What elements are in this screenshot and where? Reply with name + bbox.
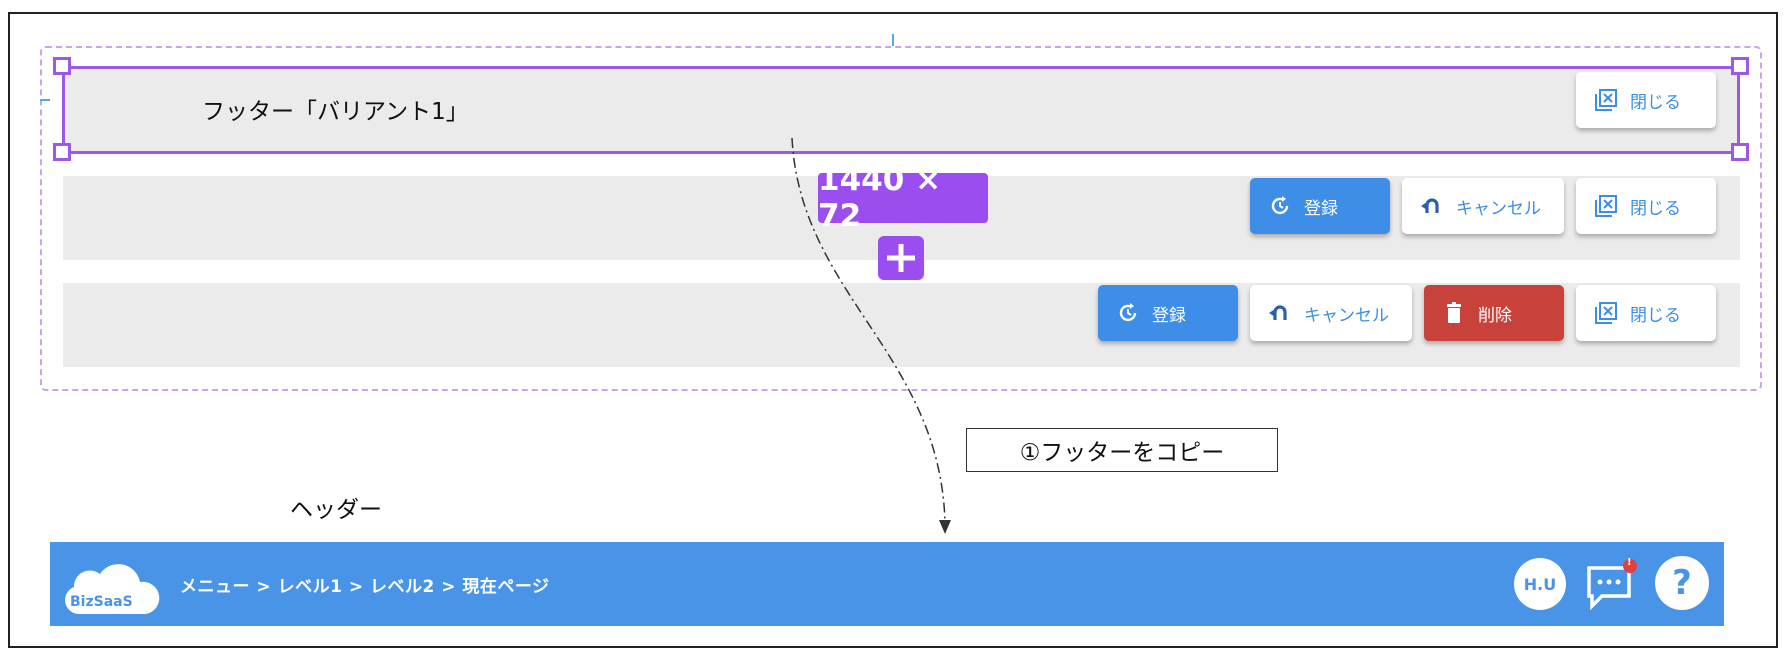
register-button[interactable]: 登録	[1098, 285, 1238, 341]
chat-button[interactable]: !	[1584, 556, 1644, 614]
close-window-icon	[1594, 194, 1618, 218]
close-button[interactable]: 閉じる	[1576, 285, 1716, 341]
header-section-label: ヘッダー	[290, 497, 382, 523]
trash-icon	[1442, 301, 1466, 325]
history-icon	[1268, 194, 1292, 218]
register-label: 登録	[1152, 305, 1186, 326]
history-icon	[1116, 301, 1140, 325]
cancel-label: キャンセル	[1304, 305, 1389, 326]
close-label: 閉じる	[1630, 305, 1681, 326]
close-button[interactable]: 閉じる	[1576, 72, 1716, 128]
logo-text: BizSaaS	[70, 594, 133, 610]
add-variant-button[interactable]	[878, 236, 924, 280]
delete-label: 削除	[1478, 305, 1512, 326]
close-label: 閉じる	[1630, 92, 1681, 113]
delete-button[interactable]: 削除	[1424, 285, 1564, 341]
copy-step-annotation: ①フッターをコピー	[966, 428, 1278, 472]
close-window-icon	[1594, 301, 1618, 325]
undo-arrow-icon	[1268, 301, 1292, 325]
center-guide-tick	[892, 34, 894, 46]
side-guide-tick	[40, 99, 50, 101]
cancel-label: キャンセル	[1456, 198, 1541, 219]
close-label: 閉じる	[1630, 198, 1681, 219]
dimension-badge: 1440 × 72	[818, 162, 988, 234]
app-header: BizSaaS メニュー > レベル1 > レベル2 > 現在ページ H.U !…	[50, 542, 1724, 626]
help-icon: ?	[1672, 563, 1692, 603]
canvas-frame: フッター「バリアント1」 閉じる 登録 キャンセル 閉じる 登録	[8, 12, 1778, 648]
breadcrumb[interactable]: メニュー > レベル1 > レベル2 > 現在ページ	[180, 577, 550, 597]
notification-badge: !	[1627, 557, 1632, 568]
help-button[interactable]: ?	[1655, 556, 1709, 610]
cancel-button[interactable]: キャンセル	[1250, 285, 1412, 341]
avatar[interactable]: H.U	[1514, 558, 1566, 610]
resize-handle-top-right[interactable]	[1731, 57, 1749, 75]
undo-arrow-icon	[1420, 194, 1444, 218]
register-button[interactable]: 登録	[1250, 178, 1390, 234]
resize-handle-top-left[interactable]	[53, 57, 71, 75]
register-label: 登録	[1304, 198, 1338, 219]
variant-label: フッター「バリアント1」	[202, 99, 469, 125]
close-window-icon	[1594, 88, 1618, 112]
resize-handle-bottom-left[interactable]	[53, 143, 71, 161]
chat-icon	[1587, 559, 1637, 611]
cloud-logo	[65, 564, 160, 614]
plus-icon	[887, 244, 915, 272]
resize-handle-bottom-right[interactable]	[1731, 143, 1749, 161]
brand-logo[interactable]: BizSaaS	[60, 556, 160, 618]
cancel-button[interactable]: キャンセル	[1402, 178, 1564, 234]
close-button[interactable]: 閉じる	[1576, 178, 1716, 234]
